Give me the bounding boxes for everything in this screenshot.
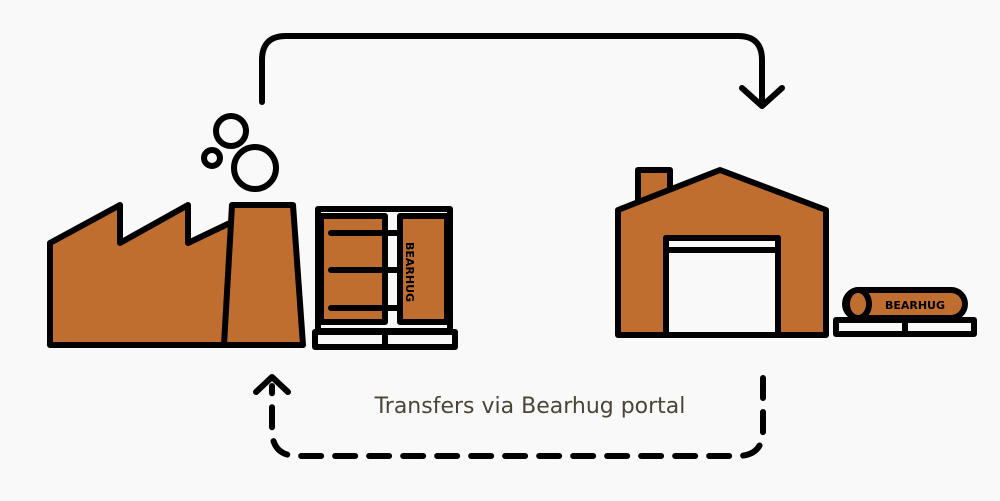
tube-icon: BEARHUG xyxy=(833,287,977,337)
caption: Transfers via Bearhug portal xyxy=(374,394,686,419)
top-arrow xyxy=(259,33,785,109)
crate-label: BEARHUG xyxy=(403,242,416,302)
crate-icon: BEARHUG xyxy=(312,206,458,350)
tube-label: BEARHUG xyxy=(885,299,945,312)
warehouse-icon xyxy=(615,167,829,338)
bottom-dashed-arrow xyxy=(253,374,766,459)
smoke-bubbles-icon xyxy=(201,113,279,192)
factory-icon xyxy=(47,202,306,348)
